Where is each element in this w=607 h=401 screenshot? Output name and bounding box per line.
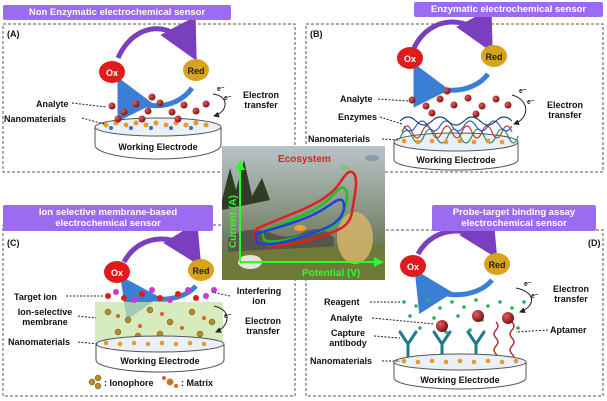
legend-ionophore: : Ionophore	[104, 378, 154, 388]
dog-shape	[337, 212, 373, 264]
cv-curve-blue	[254, 198, 346, 246]
panel-d-tag: (D)	[588, 238, 601, 248]
analyte-label: Analyte	[340, 94, 373, 104]
ox-label: Ox	[111, 268, 123, 278]
nanomaterial-dots	[401, 358, 519, 365]
panel-d-frame	[305, 229, 604, 397]
ecosystem-title: Ecosystem	[278, 154, 331, 165]
nanomaterial-dots-blue	[109, 126, 193, 130]
cycle-arrow-bottom	[413, 63, 491, 108]
y-axis-label: Current (A)	[228, 195, 239, 248]
panel-c-title-line-1: Ion selective membrane-based	[38, 207, 178, 218]
electrode-label: Working Electrode	[120, 356, 199, 366]
panel-d-title-line-1: Probe-target binding assay	[452, 207, 576, 218]
electrode-top	[393, 132, 519, 152]
electron-symbol-2: e⁻	[531, 293, 539, 300]
nanomaterials-label: Nanomaterials	[4, 114, 67, 124]
ox-node	[104, 261, 130, 283]
aptamer-label: Aptamer	[550, 325, 587, 335]
panel-a-title: Non Enzymatic electrochemical sensor	[3, 5, 231, 20]
panel-b: (B) Ox Red Working Electrode	[305, 8, 604, 173]
capture-antibody-label: Capture antibody	[329, 328, 367, 348]
panel-c-title-line-2: electrochemical sensor	[55, 218, 161, 229]
electron-transfer-label: Electron transfer	[244, 316, 281, 336]
cycle-arrow-top	[121, 221, 202, 267]
enzymes-label: Enzymes	[338, 112, 378, 122]
red-node	[183, 59, 209, 81]
legend-matrix-icon	[162, 376, 178, 388]
electron-symbol-2: e⁻	[224, 95, 232, 102]
membrane-label: Ion-selective membrane	[17, 307, 73, 327]
red-node	[188, 259, 214, 281]
panel-c-title: Ion selective membrane-based electrochem…	[3, 205, 213, 231]
ecosystem-panel: Current (A) Potential (V) Ecosystem	[222, 146, 385, 280]
red-label: Red	[192, 266, 209, 276]
panel-c: (C) Ox Red Working Ele	[2, 221, 296, 397]
interfering-ion-label: Interfering ion	[236, 286, 282, 306]
ox-node	[99, 61, 125, 83]
fish-2	[340, 165, 350, 171]
panel-b-title: Enzymatic electrochemical sensor	[414, 2, 603, 17]
panel-b-frame	[305, 23, 604, 173]
red-node	[484, 253, 510, 275]
fish-orange	[294, 225, 306, 231]
electron-transfer-label: Electron transfer	[242, 90, 279, 110]
ox-label: Ox	[106, 68, 118, 78]
red-node	[481, 45, 507, 67]
ox-node	[397, 47, 423, 69]
electron-transfer-label: Electron transfer	[552, 284, 589, 304]
aptamers	[493, 321, 515, 363]
electron-symbol: e⁻	[217, 86, 225, 93]
nanomaterial-dots	[103, 340, 207, 347]
ox-label: Ox	[407, 262, 419, 272]
target-ion-label: Target ion	[14, 292, 57, 302]
panel-a-frame	[2, 23, 296, 173]
panel-a: (A) Ox Red Working Electrode	[2, 16, 296, 173]
ox-label: Ox	[404, 54, 416, 64]
nanomaterials-label: Nanomaterials	[8, 337, 71, 347]
analyte-label: Analyte	[330, 313, 363, 323]
red-label: Red	[187, 66, 204, 76]
electron-symbol: e⁻	[524, 281, 532, 288]
red-label: Red	[488, 260, 505, 270]
panel-d-title: Probe-target binding assay electrochemic…	[432, 205, 596, 231]
analyte-label: Analyte	[36, 99, 69, 109]
nanomaterials-label: Nanomaterials	[308, 134, 371, 144]
electron-symbol: e⁻	[224, 313, 232, 320]
analyte-balls	[408, 87, 512, 118]
panel-b-tag: (B)	[310, 29, 323, 39]
electrode-top	[94, 117, 222, 137]
cycle-arrow-bottom	[414, 269, 494, 315]
ox-node	[400, 255, 426, 277]
legend-matrix: : Matrix	[181, 378, 213, 388]
fish-1	[365, 155, 379, 161]
analyte-balls	[108, 93, 210, 123]
target-ions	[105, 291, 199, 301]
panel-c-tag: (C)	[7, 238, 20, 248]
cycle-arrow-bottom	[117, 77, 195, 122]
legend-ionophore-icon	[88, 374, 102, 390]
electron-symbol: e⁻	[519, 88, 527, 95]
x-axis-label: Potential (V)	[302, 268, 360, 279]
enzyme-layer	[399, 116, 519, 144]
cycle-arrow-top	[411, 8, 493, 53]
electrode-label: Working Electrode	[420, 375, 499, 385]
trees	[222, 160, 270, 210]
electrode-label: Working Electrode	[118, 142, 197, 152]
interfering-ions	[113, 287, 217, 303]
panel-a-tag: (A)	[7, 29, 20, 39]
reagent-label: Reagent	[324, 297, 360, 307]
panel-d: (D) Ox Red	[305, 213, 604, 397]
cycle-arrow-top	[115, 16, 197, 61]
electron-transfer-label: Electron transfer	[546, 100, 583, 120]
nanomaterials-label: Nanomaterials	[310, 356, 373, 366]
panel-d-title-line-2: electrochemical sensor	[461, 218, 567, 229]
electron-symbol-2: e⁻	[527, 99, 535, 106]
red-label: Red	[485, 52, 502, 62]
electrode-label: Working Electrode	[416, 155, 495, 165]
bound-analytes	[436, 310, 514, 332]
nanomaterial-dots	[401, 138, 505, 145]
cycle-arrow-top	[415, 213, 498, 259]
